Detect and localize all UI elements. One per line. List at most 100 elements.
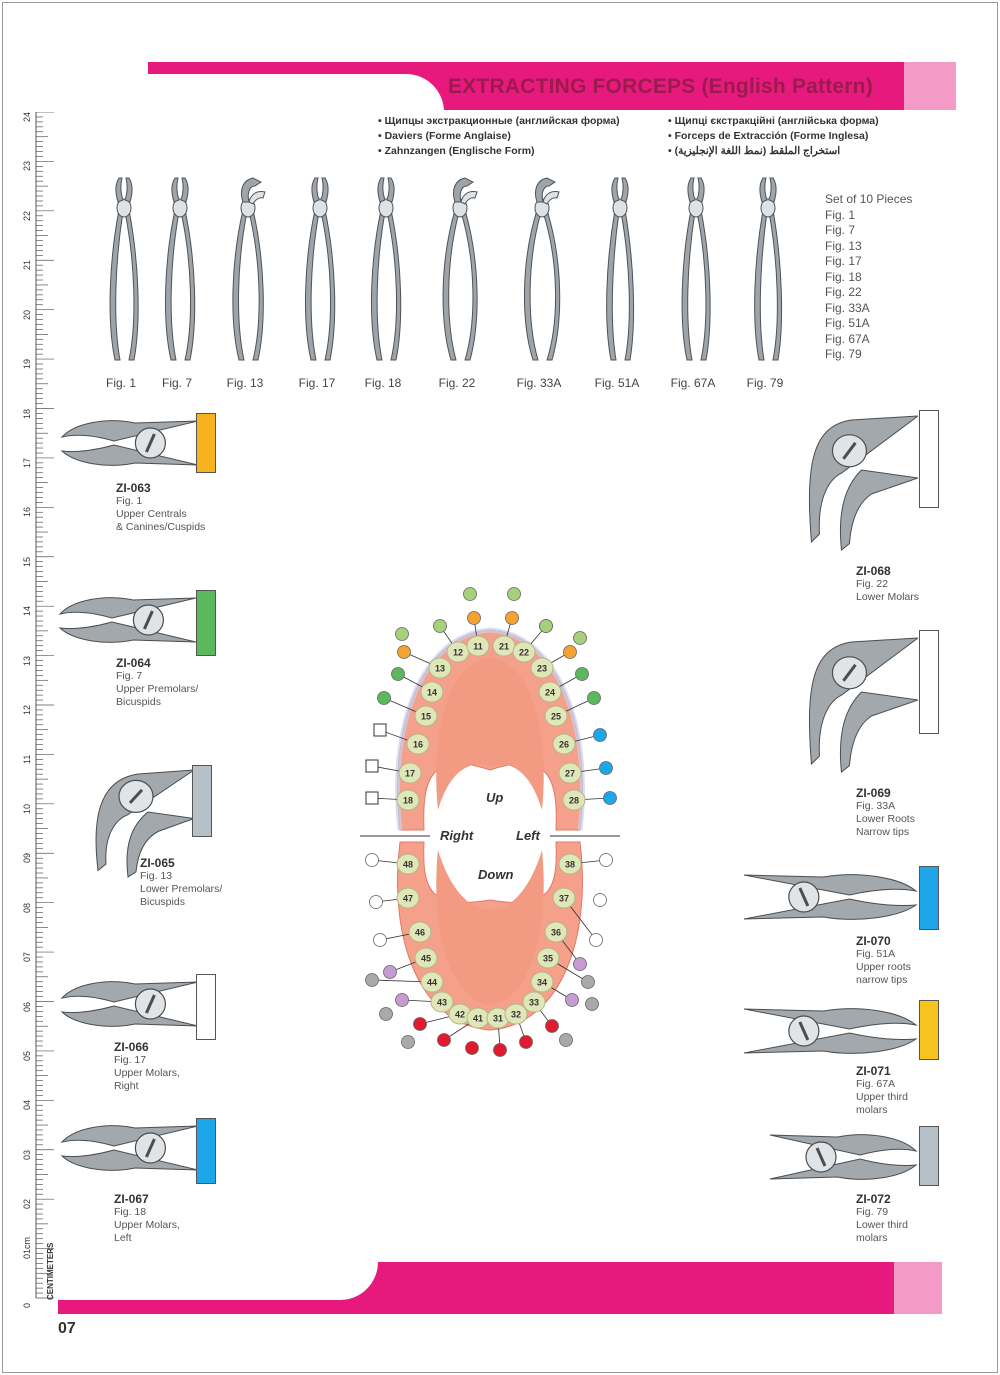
set-title: Set of 10 Pieces — [825, 192, 913, 206]
lang-russian: Щипцы экстракционные (английская форма) — [378, 114, 620, 129]
tooth — [562, 789, 586, 811]
forceps-image — [754, 177, 783, 361]
ruler-mark-label: 13 — [22, 655, 32, 666]
forceps-image — [442, 177, 478, 361]
forceps-figure: Fig. 17 — [292, 172, 342, 392]
lang-spanish: Forceps de Extracción (Forme Inglesa) — [668, 129, 879, 144]
color-code-swatch — [919, 410, 939, 508]
ruler-mark-label: 01cm — [22, 1236, 32, 1259]
ruler-mark-label: 20 — [22, 309, 32, 320]
tooth-marker — [593, 893, 607, 907]
figure-label: Fig. 1 — [105, 376, 136, 390]
product-description: Bicuspids — [140, 896, 185, 908]
tooth — [530, 971, 554, 993]
page-title: EXTRACTING FORCEPS (English Pattern) — [448, 75, 873, 98]
tooth — [552, 733, 576, 755]
set-item: Fig. 51A — [825, 316, 870, 330]
tooth-number: 31 — [493, 1014, 503, 1024]
tooth-marker — [559, 1033, 573, 1047]
tooth-number: 38 — [565, 860, 575, 870]
tooth-marker — [395, 627, 409, 641]
tooth-number: 17 — [405, 769, 415, 779]
tooth-marker — [507, 587, 521, 601]
product-zi-069: ZI-069 Fig. 33A Lower Roots Narrow tips — [786, 628, 946, 848]
product-zi-064: ZI-064 Fig. 7 Upper Premolars/ Bicuspids — [56, 580, 226, 710]
tooth-number: 34 — [537, 978, 547, 988]
tooth — [558, 853, 582, 875]
tooth — [398, 762, 422, 784]
product-description: Lower Roots — [856, 813, 915, 825]
tooth-number: 21 — [499, 642, 509, 652]
tooth-marker — [589, 933, 603, 947]
tooth-number: 11 — [473, 642, 483, 652]
ruler-mark-label: 15 — [22, 556, 32, 567]
ruler-mark-label: 17 — [22, 457, 32, 468]
set-item: Fig. 13 — [825, 238, 862, 253]
tooth-number: 27 — [565, 769, 575, 779]
tooth — [522, 991, 546, 1013]
tooth-number: 36 — [551, 928, 561, 938]
product-code: ZI-065 — [140, 856, 175, 870]
color-code-swatch — [196, 413, 216, 473]
set-item: Fig. 79 — [825, 347, 862, 361]
forceps-head-image — [60, 1125, 198, 1171]
ruler-mark-label: 22 — [22, 210, 32, 221]
tooth-marker — [573, 957, 587, 971]
product-code: ZI-066 — [114, 1040, 149, 1054]
tooth-number: 35 — [543, 954, 553, 964]
set-item: Fig. 33A — [825, 300, 870, 315]
product-description: & Canines/Cuspids — [116, 521, 206, 533]
product-fig: Fig. 33A — [856, 800, 896, 812]
product-description: Upper Centrals — [116, 508, 187, 520]
set-list: Set of 10 Pieces Fig. 1 Fig. 7 Fig. 13 F… — [825, 192, 912, 363]
product-description: Bicuspids — [116, 696, 161, 708]
tooth-number: 13 — [435, 664, 445, 674]
tooth — [530, 657, 554, 679]
tooth-number: 16 — [413, 740, 423, 750]
set-item: Fig. 1 — [825, 207, 856, 222]
ruler-mark-label: 05 — [22, 1050, 32, 1061]
forceps-head-image — [808, 415, 918, 551]
tooth-marker — [373, 723, 387, 737]
figure-label: Fig. 18 — [364, 376, 402, 390]
tooth-marker — [467, 611, 481, 625]
tooth-number: 18 — [403, 796, 413, 806]
tooth-number: 12 — [453, 648, 463, 658]
forceps-image — [606, 177, 635, 361]
tooth — [558, 762, 582, 784]
tooth — [420, 971, 444, 993]
tooth-number: 22 — [519, 648, 529, 658]
tooth — [406, 733, 430, 755]
chart-label-up: Up — [486, 790, 504, 805]
forceps-figure: Fig. 22 — [432, 172, 482, 392]
tooth-marker — [365, 791, 379, 805]
product-code: ZI-064 — [116, 656, 151, 670]
ruler-mark-label: 16 — [22, 507, 32, 518]
product-description: Right — [114, 1080, 139, 1092]
forceps-figure: Fig. 33A — [514, 172, 564, 392]
tooth-marker — [585, 997, 599, 1011]
product-fig: Fig. 17 — [114, 1054, 147, 1066]
tooth-marker — [463, 587, 477, 601]
figure-label: Fig. 33A — [516, 376, 562, 390]
product-fig: Fig. 67A — [856, 1078, 896, 1090]
chart-label-right: Right — [440, 828, 474, 843]
forceps-head-image — [60, 981, 198, 1027]
ruler-ticks — [35, 112, 54, 1299]
page-number: 07 — [58, 1320, 76, 1337]
tooth — [414, 705, 438, 727]
ruler-mark-label: 07 — [22, 952, 32, 963]
tooth-number: 15 — [421, 712, 431, 722]
tooth — [396, 789, 420, 811]
lang-ukrainian: Щипці єкстракційні (англійська форма) — [668, 114, 879, 129]
tooth-marker — [365, 853, 379, 867]
forceps-image — [305, 177, 336, 361]
tooth-marker — [575, 667, 589, 681]
tooth-number: 24 — [545, 688, 555, 698]
product-fig: Fig. 13 — [140, 870, 173, 882]
tooth-marker — [365, 759, 379, 773]
tooth-marker — [401, 1035, 415, 1049]
tooth-number: 26 — [559, 740, 569, 750]
product-zi-066: ZI-066 Fig. 17 Upper Molars, Right — [58, 964, 228, 1104]
